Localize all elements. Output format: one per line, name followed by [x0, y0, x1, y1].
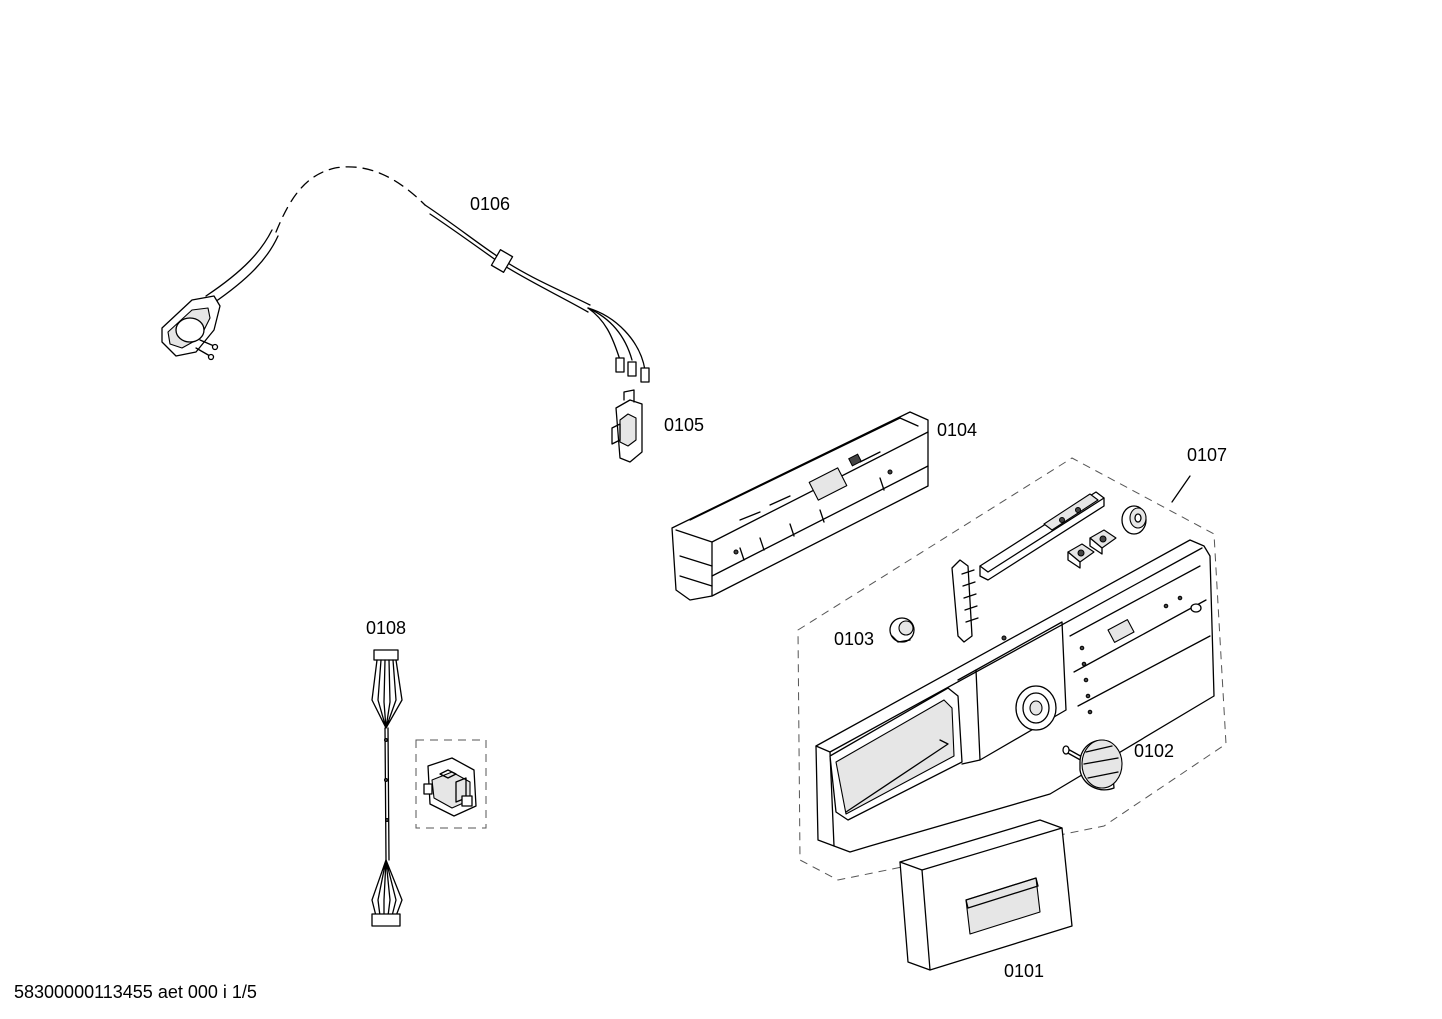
connector-0105 — [611, 389, 643, 463]
group-outline-0107 — [797, 457, 1227, 881]
label-part-0101: 0101 — [1004, 961, 1045, 981]
rotary-knob-0102 — [1062, 739, 1123, 791]
label-part-0104: 0104 — [937, 420, 978, 440]
drawer-handle-0101 — [899, 819, 1073, 971]
wiring-harness-0108 — [371, 649, 403, 927]
leader-0107 — [1171, 475, 1191, 503]
label-part-0107: 0107 — [1187, 445, 1228, 465]
push-button-0103 — [889, 617, 915, 643]
document-reference: 58300000113455 aet 000 i 1/5 — [14, 982, 257, 1002]
label-part-0105: 0105 — [664, 415, 705, 435]
label-part-0108: 0108 — [366, 618, 407, 638]
light-guide-strip — [979, 491, 1105, 581]
relay-module — [415, 739, 487, 829]
power-cord-0106 — [161, 166, 650, 383]
comb-bracket — [951, 559, 979, 643]
knob-cap — [1121, 505, 1147, 535]
label-part-0103: 0103 — [834, 629, 875, 649]
housing-0104 — [671, 411, 929, 601]
control-panel-fascia — [815, 539, 1215, 853]
button-caps — [1067, 529, 1117, 569]
label-part-0106: 0106 — [470, 194, 511, 214]
label-part-0102: 0102 — [1134, 741, 1175, 761]
